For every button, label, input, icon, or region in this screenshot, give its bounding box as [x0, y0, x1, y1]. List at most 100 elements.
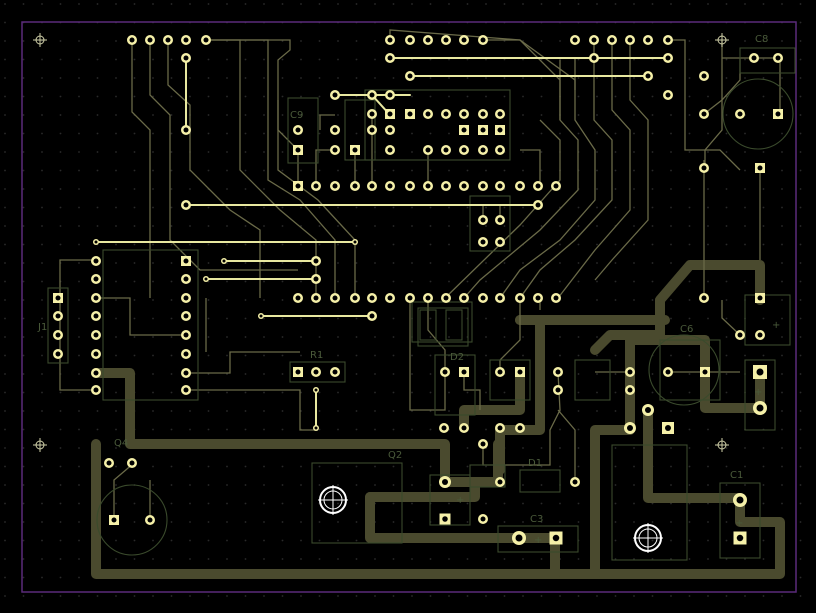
polarity-mark: +	[772, 320, 780, 331]
pad-hole	[387, 147, 393, 153]
pad-hole	[183, 351, 189, 357]
pad-hole	[259, 314, 263, 318]
pad-hole	[555, 369, 561, 375]
label-q4: Q4	[114, 438, 128, 449]
pad-hole	[480, 239, 486, 245]
pad-hole	[461, 425, 467, 431]
label-r1: R1	[310, 350, 323, 361]
pad-hole	[443, 183, 449, 189]
pad-hole	[353, 240, 357, 244]
pad-hole	[93, 276, 99, 282]
pad-hole	[387, 183, 393, 189]
pad-hole	[369, 295, 375, 301]
pad-hole	[461, 295, 467, 301]
mounting-hole-icon	[633, 523, 663, 553]
pad-hole	[111, 517, 117, 523]
pad-hole	[295, 127, 301, 133]
pad-hole	[553, 295, 559, 301]
pad-hole	[737, 111, 743, 117]
pad-hole	[461, 111, 467, 117]
polarity-mark: +	[735, 518, 743, 529]
mounting-holes	[318, 485, 663, 553]
pad-hole	[461, 127, 467, 133]
pad-hole	[387, 37, 393, 43]
pad-hole	[627, 425, 633, 431]
pad-hole	[701, 111, 707, 117]
pad-hole	[332, 183, 338, 189]
pad-hole	[665, 92, 671, 98]
pad-hole	[535, 183, 541, 189]
pad-hole	[129, 37, 135, 43]
fiducial-icon	[33, 438, 47, 452]
pad-hole	[295, 147, 301, 153]
pad-hole	[572, 479, 578, 485]
pad-hole	[517, 425, 523, 431]
pad-hole	[572, 37, 578, 43]
pad-hole	[183, 313, 189, 319]
pad-hole	[665, 55, 671, 61]
pad-hole	[497, 127, 503, 133]
pad-hole	[645, 407, 651, 413]
pad-hole	[387, 55, 393, 61]
pad-hole	[55, 313, 61, 319]
label-d1: D1	[528, 458, 542, 469]
pad-hole	[751, 55, 757, 61]
pad-hole	[591, 37, 597, 43]
pad-hole	[93, 387, 99, 393]
pad-hole	[480, 127, 486, 133]
pad-hole	[165, 37, 171, 43]
pad-hole	[480, 183, 486, 189]
pad-hole	[645, 73, 651, 79]
pad-hole	[93, 258, 99, 264]
pad-hole	[55, 295, 61, 301]
polarity-mark: +	[754, 387, 762, 398]
pad-hole	[535, 202, 541, 208]
pad-hole	[332, 147, 338, 153]
pad-hole	[517, 295, 523, 301]
label-c9: C9	[290, 110, 303, 121]
pad-hole	[552, 534, 560, 542]
pad-hole	[93, 332, 99, 338]
mounting-hole-icon	[318, 485, 348, 515]
pad-hole	[94, 240, 98, 244]
pad-hole	[775, 55, 781, 61]
pads	[53, 35, 783, 545]
pad-hole	[627, 369, 633, 375]
pad-hole	[93, 313, 99, 319]
label-q2: Q2	[388, 450, 402, 461]
pad-hole	[609, 37, 615, 43]
pad-hole	[183, 258, 189, 264]
pad-hole	[515, 534, 523, 542]
pad-hole	[183, 127, 189, 133]
polarity-mark: +	[456, 495, 464, 506]
pad-hole	[352, 147, 358, 153]
pad-hole	[553, 183, 559, 189]
pad-hole	[369, 313, 375, 319]
pad-hole	[461, 37, 467, 43]
pad-hole	[480, 147, 486, 153]
pad-hole	[387, 92, 393, 98]
pad-hole	[314, 426, 318, 430]
pad-hole	[736, 534, 744, 542]
pad-hole	[313, 369, 319, 375]
pad-hole	[425, 37, 431, 43]
pad-hole	[369, 183, 375, 189]
pad-hole	[442, 479, 448, 485]
pad-hole	[775, 111, 781, 117]
pad-hole	[295, 369, 301, 375]
pad-hole	[295, 183, 301, 189]
label-c8: C8	[755, 34, 768, 45]
pad-hole	[407, 183, 413, 189]
pad-hole	[352, 183, 358, 189]
pad-hole	[407, 73, 413, 79]
fiducials	[33, 33, 729, 452]
pad-hole	[352, 295, 358, 301]
pad-hole	[425, 111, 431, 117]
pad-hole	[497, 425, 503, 431]
pad-hole	[183, 370, 189, 376]
pad-hole	[425, 295, 431, 301]
pad-hole	[369, 111, 375, 117]
pad-hole	[147, 37, 153, 43]
pad-hole	[93, 351, 99, 357]
